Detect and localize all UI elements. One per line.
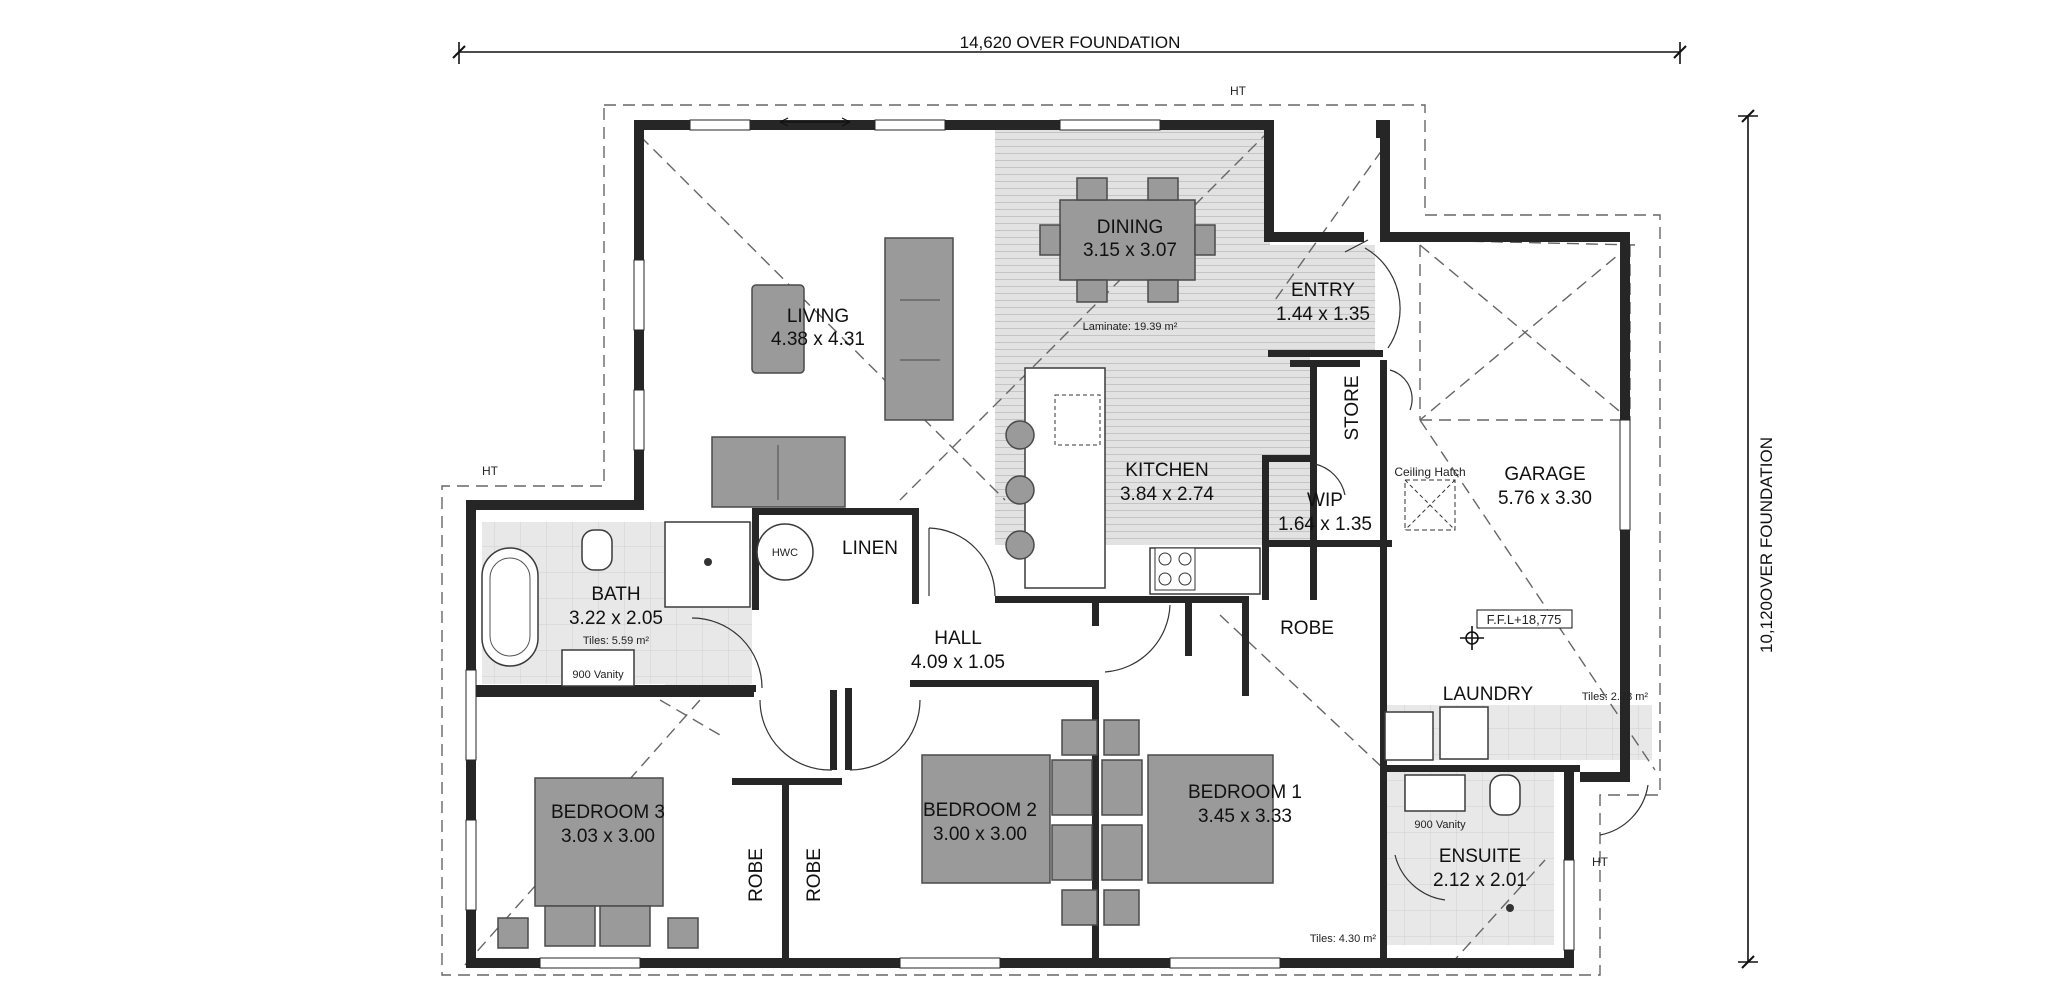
- bath-toilet: [581, 529, 613, 571]
- door-swings: [691, 239, 1649, 901]
- robe-main-name: ROBE: [1280, 618, 1334, 639]
- ensuite-toilet: [1489, 774, 1521, 816]
- laundry-tiles-note: Tiles: 2.28 m²: [1582, 691, 1649, 703]
- bedroom3-size: 3.03 x 3.00: [561, 826, 655, 847]
- right-dimension-line: [1738, 109, 1758, 969]
- cooktop: [1154, 547, 1196, 591]
- ensuite-vanity-note: 900 Vanity: [1414, 819, 1466, 831]
- bedroom3-name: BEDROOM 3: [551, 802, 665, 823]
- sofa-long: [884, 237, 954, 421]
- windows: [465, 117, 1631, 969]
- hot-tap-marker-right: HT: [1592, 855, 1609, 869]
- dining-size: 3.15 x 3.07: [1083, 240, 1177, 261]
- ensuite-name: ENSUITE: [1439, 846, 1521, 867]
- ensuite-size: 2.12 x 2.01: [1433, 870, 1527, 891]
- hwc-cylinder: [756, 523, 814, 581]
- hot-tap-marker-top: HT: [1230, 84, 1247, 98]
- hall-size: 4.09 x 1.05: [911, 652, 1005, 673]
- bed3-side-table-left: [497, 917, 529, 949]
- ceiling-hatch-label: Ceiling Hatch: [1394, 465, 1465, 479]
- hwc-label: HWC: [772, 547, 798, 559]
- bath-name: BATH: [591, 584, 640, 605]
- entry-name: ENTRY: [1291, 280, 1355, 301]
- bath-vanity-note: 900 Vanity: [572, 669, 624, 681]
- top-dimension-line: [452, 42, 1687, 64]
- robe-b3-name: ROBE: [746, 848, 767, 902]
- bedroom-tiles-note: Tiles: 4.30 m²: [1310, 933, 1377, 945]
- bed1-pillow-bottom: [1101, 824, 1143, 881]
- hot-tap-marker-left: HT: [482, 464, 499, 478]
- bed3-pillow-right: [599, 905, 651, 947]
- wip-size: 1.64 x 1.35: [1278, 514, 1372, 535]
- bath-tiles-note: Tiles: 5.59 m²: [583, 635, 650, 647]
- ceiling-hatch-outline: [1404, 479, 1456, 531]
- bed1-side-table-top: [1103, 719, 1140, 756]
- sink-outline: [1054, 394, 1101, 446]
- ffl-level-marker: [1460, 609, 1573, 650]
- kitchen-name: KITCHEN: [1125, 460, 1208, 481]
- wip-name: WIP: [1307, 490, 1343, 511]
- right-dimension-label: 10,120OVER FOUNDATION: [1757, 437, 1776, 653]
- kitchen-island: [1024, 367, 1106, 589]
- bed3-pillow-left: [544, 905, 596, 947]
- bed2-pillow-bottom: [1051, 824, 1093, 881]
- bed2-side-table-bottom: [1061, 889, 1098, 926]
- bed-3: [534, 777, 664, 907]
- garage-name: GARAGE: [1504, 464, 1585, 485]
- laundry-name: LAUNDRY: [1443, 684, 1534, 705]
- laundry-tub: [1384, 711, 1434, 761]
- bath-size: 3.22 x 2.05: [569, 608, 663, 629]
- coffee-table: [751, 284, 805, 374]
- living-name: LIVING: [787, 306, 849, 327]
- washing-machine: [1439, 706, 1489, 760]
- bath-vanity: [561, 649, 635, 687]
- bed-2: [921, 754, 1051, 884]
- bedroom2-size: 3.00 x 3.00: [933, 824, 1027, 845]
- linen-name: LINEN: [842, 538, 898, 559]
- bar-stools: [1005, 420, 1035, 560]
- bed3-side-table-right: [667, 917, 699, 949]
- ensuite-vanity: [1404, 774, 1466, 812]
- dining-chairs: [1039, 177, 1216, 303]
- living-size: 4.38 x 4.31: [771, 329, 865, 350]
- bedroom2-name: BEDROOM 2: [923, 800, 1037, 821]
- shower-drain: [1506, 904, 1514, 912]
- robe-b2-name: ROBE: [804, 848, 825, 902]
- bedroom1-name: BEDROOM 1: [1188, 782, 1302, 803]
- laminate-note: Laminate: 19.39 m²: [1083, 321, 1178, 333]
- bed-1: [1147, 754, 1274, 884]
- dining-name: DINING: [1097, 217, 1164, 238]
- bed2-side-table-top: [1061, 719, 1098, 756]
- hall-name: HALL: [934, 628, 982, 649]
- bed1-pillow-top: [1101, 759, 1143, 816]
- ffl-label: F.F.L+18,775: [1487, 612, 1562, 627]
- foundation-outline: [441, 104, 1661, 976]
- kitchen-size: 3.84 x 2.74: [1120, 484, 1214, 505]
- interior-walls: [476, 350, 1580, 960]
- garage-size: 5.76 x 3.30: [1498, 488, 1592, 509]
- bed1-side-table-bottom: [1103, 889, 1140, 926]
- bed2-pillow-top: [1051, 759, 1093, 816]
- bedroom1-size: 3.45 x 3.33: [1198, 806, 1292, 827]
- top-dimension-label: 14,620 OVER FOUNDATION: [960, 33, 1181, 52]
- entry-size: 1.44 x 1.35: [1276, 304, 1370, 325]
- store-name: STORE: [1342, 375, 1363, 440]
